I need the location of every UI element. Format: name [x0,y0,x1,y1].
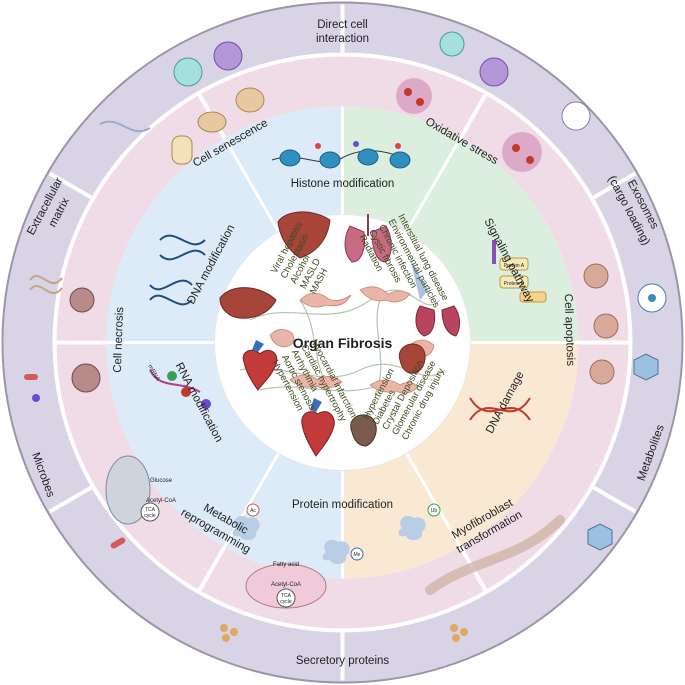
apoptosis-icon [583,263,619,385]
fiber-icon [29,120,151,295]
apoptosis-label: Cell apoptosis [562,294,577,367]
oxidative-stress-icon [396,78,542,172]
tca-label-1b: cycle [144,513,156,519]
secretory-protein-icon [220,624,468,642]
acetyl-coa-label-1: Acetyl-CoA [146,498,176,504]
center-disc [214,214,471,471]
protein-a-label: Protein A [504,263,525,269]
necrosis-icon [69,287,101,393]
ac-label: Ac [250,508,256,514]
tca-label-2b: cycle [280,599,292,605]
rna-icon: mRNA [146,364,211,409]
lung-icon [344,214,461,337]
liver-icon [219,211,331,319]
hexagon-molecule-icon [587,353,659,551]
direct-interaction-label: Direct cell [317,19,367,31]
acetyl-coa-label-2: Acetyl-CoA [271,582,301,588]
tca-label-2a: TCA [281,593,292,599]
dna-damage-icon [469,397,531,421]
histone-label: Histone modification [291,178,395,190]
ub-label: Ub [431,508,438,514]
me-label: Me [354,552,361,558]
vesicle-icon [561,101,667,313]
protein-label: Protein modification [292,499,393,511]
heart-icon [242,340,335,457]
dna-icon [149,234,206,306]
direct-interaction-label-2: interaction [316,33,369,45]
kidney-icon [350,343,426,447]
glucose-label: Glucose [150,478,173,484]
necrosis-label: Cell necrosis [112,307,126,373]
tca-label-1a: TCA [145,507,156,513]
myofibroblast-icon [425,515,565,595]
bacteria-icon [24,374,126,549]
senescence-cells-icon [171,87,265,165]
immune-cell-icon [173,31,509,87]
fatty-acid-label: Fatty acid [273,562,299,568]
secretory-proteins-label: Secretory proteins [296,655,390,667]
liver-disease-list: Viral hepatitis Cholestasis Alcohol MASL… [269,220,331,296]
nucleosome-icon [271,141,411,169]
signaling-icon: Protein A Protein B [492,240,547,303]
center-title: Organ Fibrosis [293,335,393,351]
protein-granule-icon: Ac Me Ub [232,503,441,565]
fibroblast-icon [239,286,446,396]
mitochondria-icon: Glucose Acetyl-CoA TCA cycle Fatty acid … [105,455,327,609]
protein-b-label: Protein B [504,281,525,287]
